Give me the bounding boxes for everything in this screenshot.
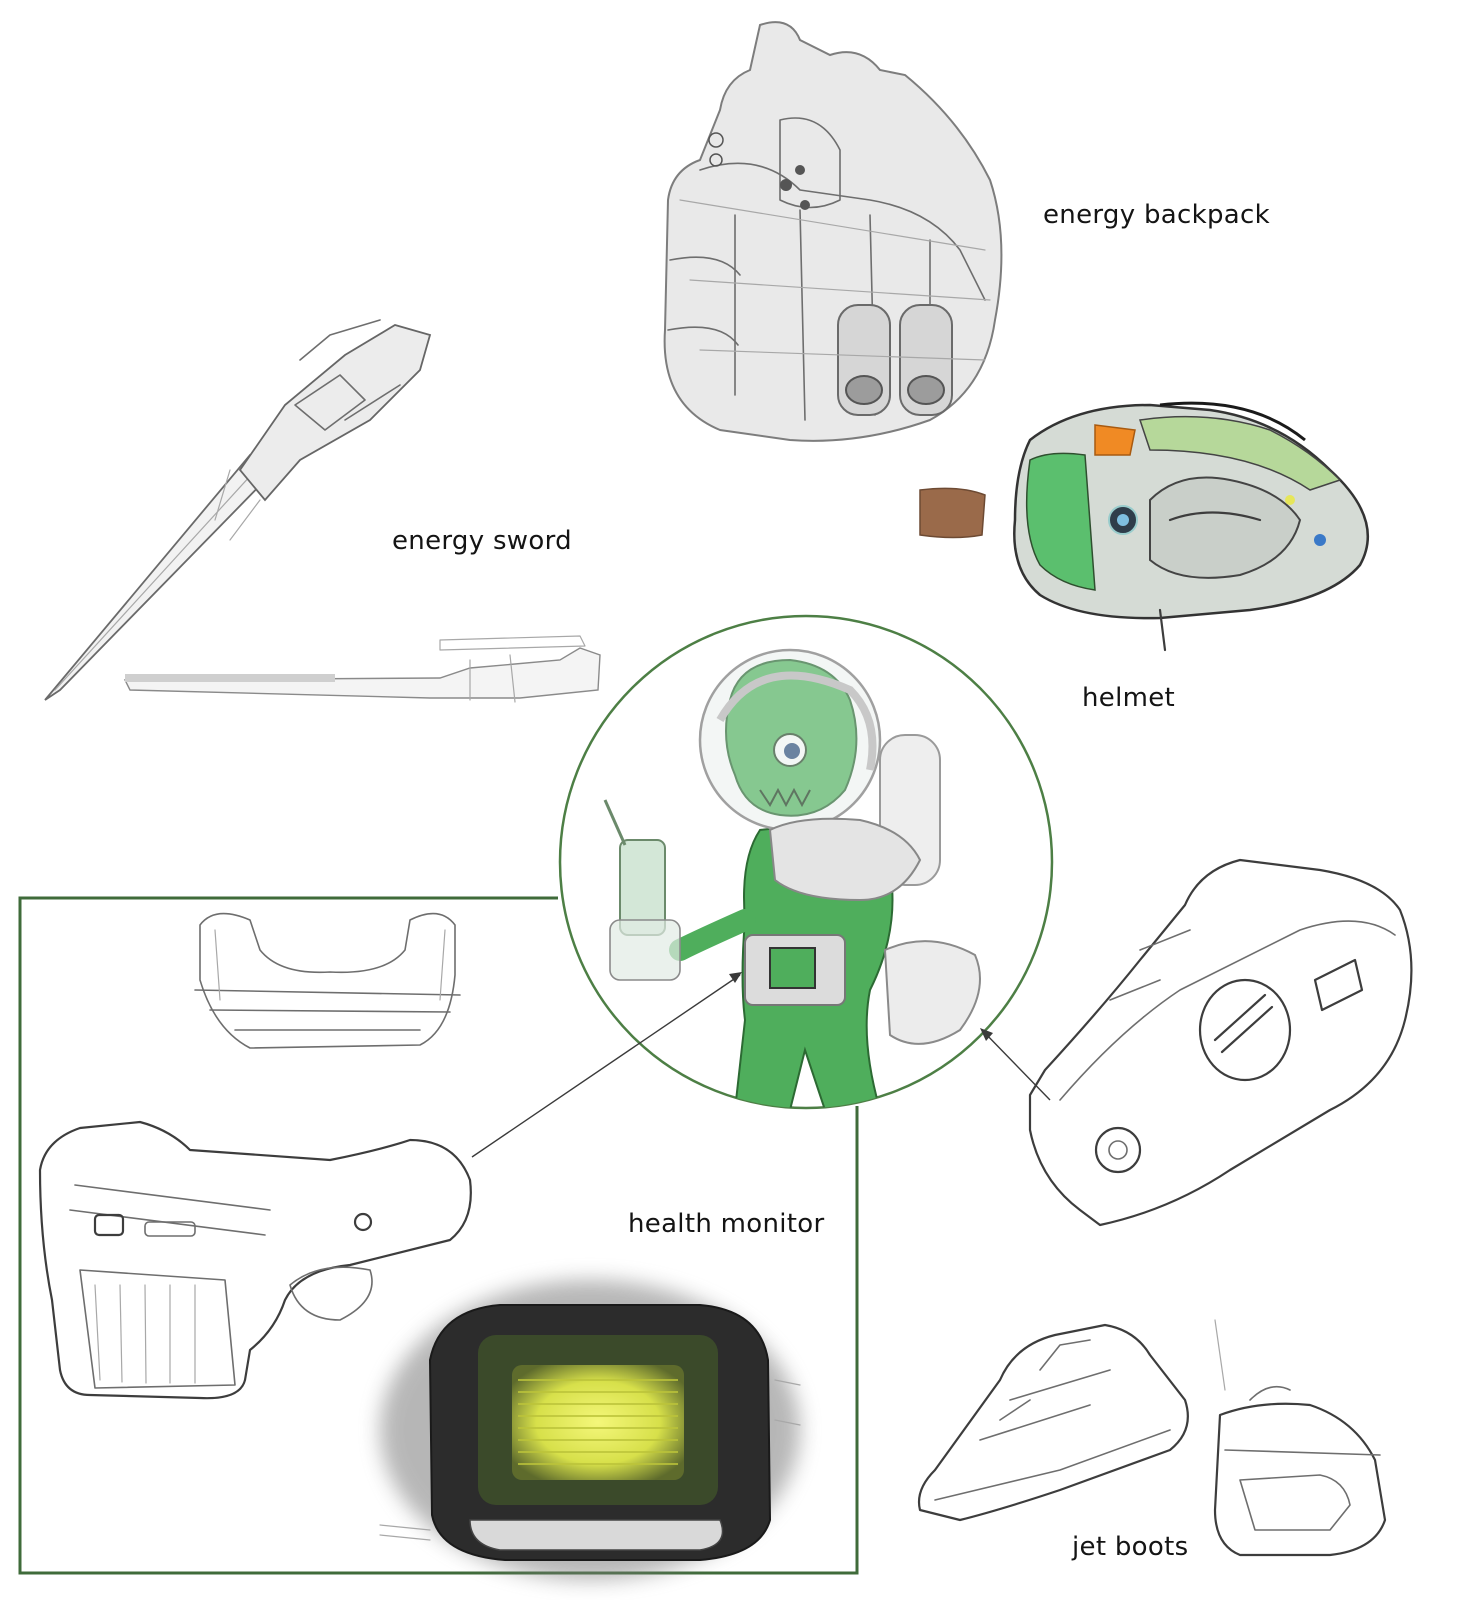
energy-sword-sketch: [44, 319, 601, 703]
jet-boot-side-sketch: [1028, 858, 1413, 1227]
character-portrait: [558, 614, 1054, 1110]
health-monitor-screen-render: [379, 1280, 801, 1580]
energy-sword-label: energy sword: [392, 526, 572, 556]
jet-boots-label: jet boots: [1072, 1532, 1189, 1562]
health-monitor-label: health monitor: [628, 1209, 825, 1239]
health-monitor-frame: [18, 896, 859, 1575]
health-monitor-side-sketch: [38, 1120, 472, 1400]
jet-boots-sketch: [917, 1319, 1387, 1557]
health-monitor-pointer: [471, 974, 741, 1158]
helmet-label: helmet: [1082, 683, 1176, 713]
helmet-drawing: [919, 401, 1369, 652]
jet-boots-pointer: [981, 1029, 1051, 1101]
energy-backpack-label: energy backpack: [1043, 200, 1270, 230]
energy-backpack-sketch: [663, 21, 1003, 442]
health-monitor-top-sketch: [194, 912, 461, 1049]
